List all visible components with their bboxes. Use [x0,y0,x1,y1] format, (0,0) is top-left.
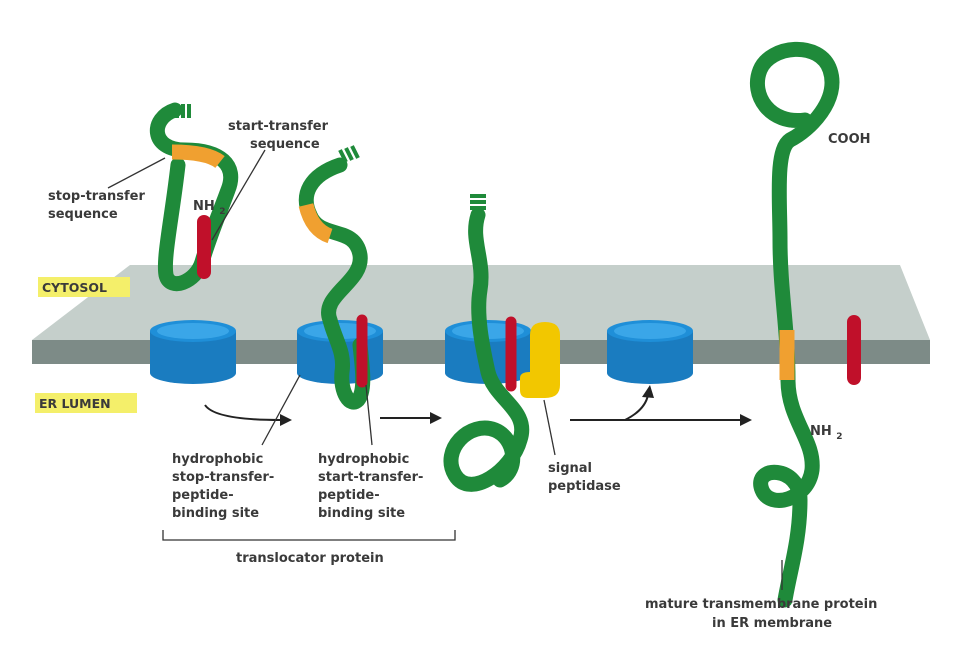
protein-chain-mature [749,41,840,608]
nh2-top-text: NH [193,199,215,214]
protein-chain-3 [443,207,530,492]
mature-label-line2: in ER membrane [712,616,832,631]
nh2-top-label: NH 2 [193,199,226,217]
er-lumen-label: ER LUMEN [39,396,111,411]
signal-peptidase-line2: peptidase [548,479,621,494]
stop-transfer-label-line1: stop-transfer [48,189,145,204]
leader-signal-peptidase [543,399,556,456]
arrow-head-4 [642,385,654,398]
cytosol-zone-label: CYTOSOL [38,277,130,297]
signal-peptidase [520,322,560,398]
cytosol-label: CYTOSOL [42,280,107,295]
arrow-stage1-to-2 [204,404,281,421]
leader-hydrophobic-stop [261,374,301,446]
stop-transfer-segment-1 [171,144,225,169]
stop-transfer-segment-2 [298,203,333,244]
hydrophobic-start-line1: hydrophobic [318,452,409,467]
er-lumen-zone-label: ER LUMEN [35,393,137,413]
text-labels: start-transfer sequence stop-transfer se… [48,119,877,631]
cooh-label: COOH [828,132,871,147]
arrow-head-3 [740,414,752,426]
arrow-release-branch [624,394,649,421]
cytosol-highlight [38,277,130,297]
hydrophobic-stop-line4: binding site [172,506,259,521]
arrow-head-2 [430,412,442,424]
hydrophobic-stop-line2: stop-transfer- [172,470,274,485]
protein-chain-1 [150,102,239,292]
translocator-bracket [162,530,456,541]
chain-break-marks-1 [175,104,191,118]
translocator-4 [607,320,693,384]
mature-label-line1: mature transmembrane protein [645,597,877,612]
nh2-bottom-label: NH 2 [810,424,843,442]
stage-2 [297,145,383,410]
start-transfer-label-line2: sequence [250,137,320,152]
hydrophobic-stop-line1: hydrophobic [172,452,263,467]
translocator-protein-label: translocator protein [236,551,384,566]
nh2-bottom-text: NH [810,424,832,439]
stage-3 [443,194,560,492]
nh2-bottom-subscript: 2 [836,432,842,442]
leader-lines [107,149,783,590]
leader-start-transfer [211,149,266,241]
hydrophobic-start-line4: binding site [318,506,405,521]
stop-transfer-label-line2: sequence [48,207,118,222]
nh2-top-subscript: 2 [219,207,225,217]
hydrophobic-start-line2: start-transfer- [318,470,423,485]
process-arrows [204,385,752,426]
chain-break-marks-3 [470,194,486,210]
hydrophobic-stop-line3: peptide- [172,488,234,503]
er-lumen-highlight [35,393,137,413]
mature-protein [749,41,861,608]
hydrophobic-start-line3: peptide- [318,488,380,503]
leader-stop-transfer [107,157,166,189]
start-transfer-label-line1: start-transfer [228,119,329,134]
leader-hydrophobic-start [365,384,373,446]
translocator-1 [150,320,236,384]
chain-break-marks-2 [338,145,360,163]
stage-4 [607,320,693,384]
stage-1 [150,102,239,384]
arrow-head-1 [280,414,292,426]
signal-peptidase-line1: signal [548,461,592,476]
